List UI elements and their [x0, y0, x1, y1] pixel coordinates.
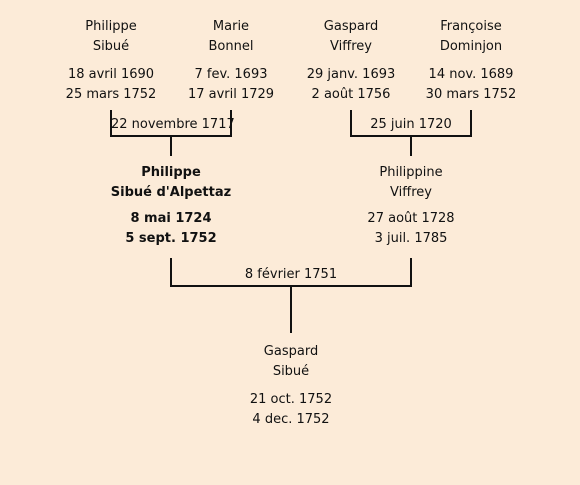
first-name: Philippe: [141, 165, 201, 180]
birth-date: 29 janv. 1693: [306, 67, 396, 82]
death-date: 17 avril 1729: [187, 87, 275, 102]
mother-philippine-viffrey: Philippine Viffrey 27 août 1728 3 juil. …: [331, 163, 491, 249]
child-gaspard-sibue: Gaspard Sibué 21 oct. 1752 4 dec. 1752: [211, 342, 371, 430]
birth-date: 7 fev. 1693: [194, 67, 268, 82]
marriage-date-paternal: 22 novembre 1717: [111, 117, 235, 132]
death-date: 30 mars 1752: [425, 87, 517, 102]
last-name: Sibué: [92, 39, 130, 54]
last-name: Viffrey: [390, 185, 432, 200]
last-name: Sibué: [272, 364, 310, 379]
first-name: Philippe: [85, 19, 137, 34]
first-name: Marie: [212, 19, 250, 34]
last-name: Bonnel: [208, 39, 254, 54]
death-date: 5 sept. 1752: [125, 231, 217, 246]
grandparent-philippe-sibue: Philippe Sibué 18 avril 1690 25 mars 175…: [51, 17, 171, 105]
grandparent-francoise-dominjon: Françoise Dominjon 14 nov. 1689 30 mars …: [411, 17, 531, 105]
marriage-date-maternal: 25 juin 1720: [370, 117, 452, 132]
marriage-date-parents: 8 février 1751: [244, 267, 338, 282]
birth-date: 18 avril 1690: [67, 67, 155, 82]
grandparent-gaspard-viffrey: Gaspard Viffrey 29 janv. 1693 2 août 175…: [291, 17, 411, 105]
death-date: 4 dec. 1752: [252, 412, 330, 427]
death-date: 3 juil. 1785: [374, 231, 448, 246]
first-name: Philippine: [379, 165, 443, 180]
death-date: 25 mars 1752: [65, 87, 157, 102]
birth-date: 21 oct. 1752: [249, 392, 333, 407]
first-name: Gaspard: [263, 344, 319, 359]
last-name: Dominjon: [439, 39, 503, 54]
last-name: Viffrey: [330, 39, 372, 54]
birth-date: 14 nov. 1689: [428, 67, 514, 82]
grandparent-marie-bonnel: Marie Bonnel 7 fev. 1693 17 avril 1729: [171, 17, 291, 105]
first-name: Gaspard: [323, 19, 379, 34]
father-philippe-sibue-dalpettaz: Philippe Sibué d'Alpettaz 8 mai 1724 5 s…: [91, 163, 251, 249]
first-name: Françoise: [440, 19, 502, 34]
death-date: 2 août 1756: [311, 87, 391, 102]
birth-date: 27 août 1728: [367, 211, 455, 226]
last-name: Sibué d'Alpettaz: [110, 185, 232, 200]
birth-date: 8 mai 1724: [130, 211, 212, 226]
